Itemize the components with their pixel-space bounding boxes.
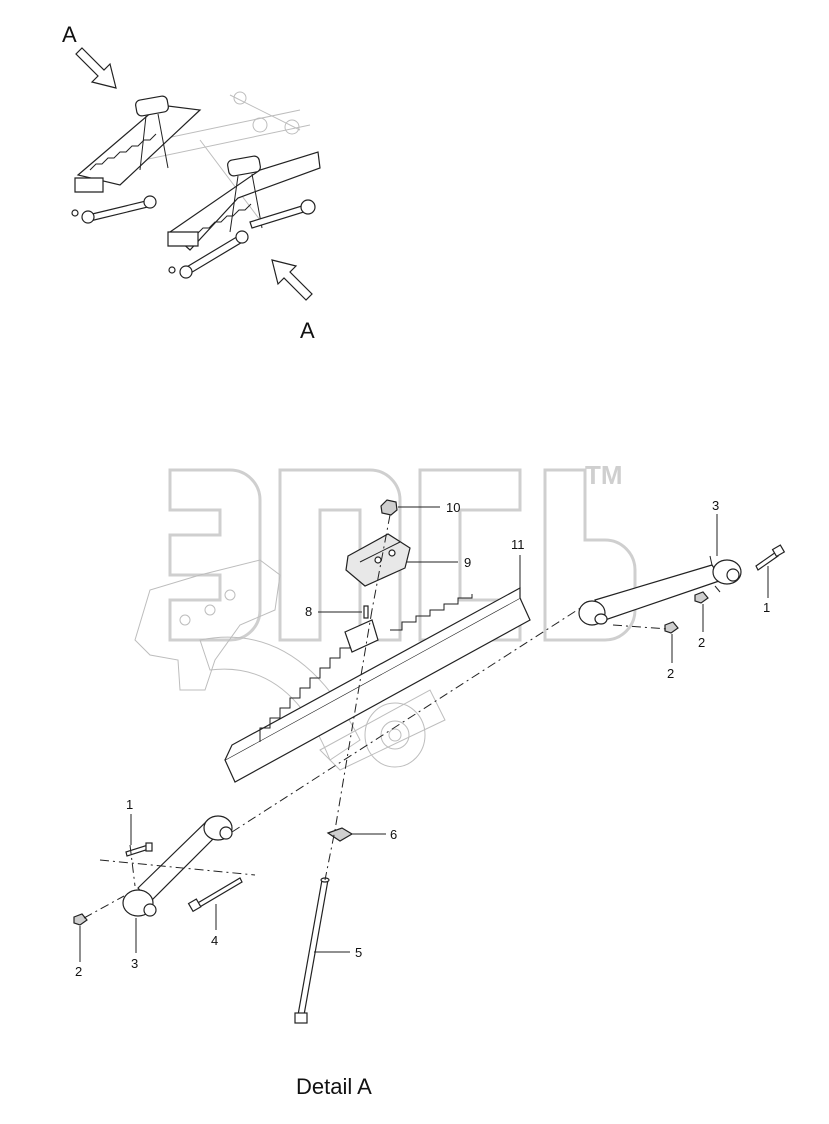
callout-5: 5 [355, 945, 362, 960]
torque-rod-upper [578, 555, 742, 626]
view-marker-top: A [62, 22, 77, 47]
callout-2-upper-a: 2 [698, 635, 705, 650]
torque-rod-axis [231, 606, 583, 833]
nut-upper-b [664, 621, 679, 634]
callout-10: 10 [446, 500, 460, 515]
nut-lower-line [83, 895, 125, 919]
overview-assembly [71, 47, 321, 301]
nut-lower [73, 913, 88, 926]
bolt-upper [755, 544, 786, 571]
chassis-ghost [134, 559, 446, 771]
detail-caption: Detail A [296, 1074, 372, 1099]
leader-lines [79, 506, 769, 962]
watermark-trademark: TM [585, 460, 623, 490]
view-arrow-bottom-icon [271, 259, 313, 301]
callout-2-lower: 2 [75, 964, 82, 979]
callout-6: 6 [390, 827, 397, 842]
callout-1-upper: 1 [763, 600, 770, 615]
nut-alignment-line [612, 624, 669, 630]
bolt-lower [125, 842, 153, 857]
leaf-spring [224, 586, 531, 783]
long-bolt [187, 877, 243, 913]
nut [380, 499, 398, 516]
washer-plate [326, 827, 354, 842]
callout-1-lower: 1 [126, 797, 133, 812]
bolt-alignment-lines [99, 844, 256, 887]
watermark-logo: TM [168, 460, 637, 642]
callout-4: 4 [211, 933, 218, 948]
assembly-centerline [324, 514, 391, 881]
callout-3-upper: 3 [712, 498, 719, 513]
view-marker-bottom: A [300, 318, 315, 343]
callout-3-lower: 3 [131, 956, 138, 971]
nut-upper-a [694, 591, 709, 604]
view-arrow-top-icon [75, 47, 117, 89]
u-bolt-rod [294, 877, 330, 1024]
callout-2-upper-b: 2 [667, 666, 674, 681]
callout-11: 11 [511, 537, 525, 552]
callout-8: 8 [305, 604, 312, 619]
torque-rod-lower [122, 815, 233, 917]
callout-9: 9 [464, 555, 471, 570]
stud [363, 605, 369, 619]
